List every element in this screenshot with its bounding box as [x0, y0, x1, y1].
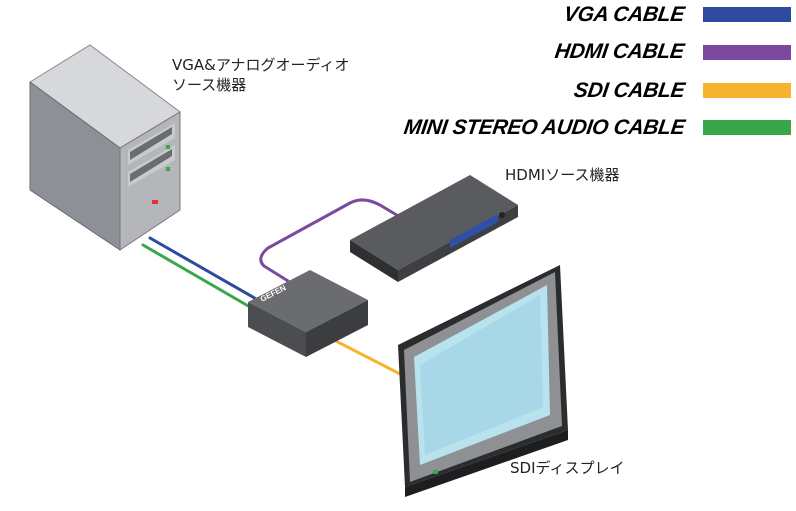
legend-label-hdmi: HDMI CABLE: [553, 40, 686, 63]
pc-source-label: VGA&アナログオーディオ ソース機器: [172, 55, 350, 95]
hdmi-source-device: [350, 175, 518, 282]
cables: [141, 198, 404, 377]
legend-swatch-vga: [703, 7, 791, 22]
legend-swatch-sdi: [703, 83, 791, 98]
audio-cable: [141, 243, 252, 309]
legend-label-audio: MINI STEREO AUDIO CABLE: [401, 116, 686, 139]
hdmi-source-label: HDMIソース機器: [505, 166, 620, 184]
legend-label-vga: VGA CABLE: [562, 3, 686, 26]
pc-tower: [29, 44, 181, 251]
legend-label-sdi: SDI CABLE: [571, 79, 686, 102]
legend-swatch-hdmi: [703, 45, 791, 60]
sdi-display-label: SDIディスプレイ: [510, 459, 625, 477]
pc-source-label-line1: VGA&アナログオーディオ: [172, 56, 350, 74]
pc-source-label-line2: ソース機器: [172, 76, 247, 94]
vga-cable: [148, 236, 260, 302]
converter-device: GEFEN: [248, 270, 368, 357]
sdi-display-device: [398, 265, 568, 497]
legend-swatch-audio: [703, 120, 791, 135]
hdmi-cable: [259, 198, 402, 283]
sdi-cable: [328, 336, 404, 377]
